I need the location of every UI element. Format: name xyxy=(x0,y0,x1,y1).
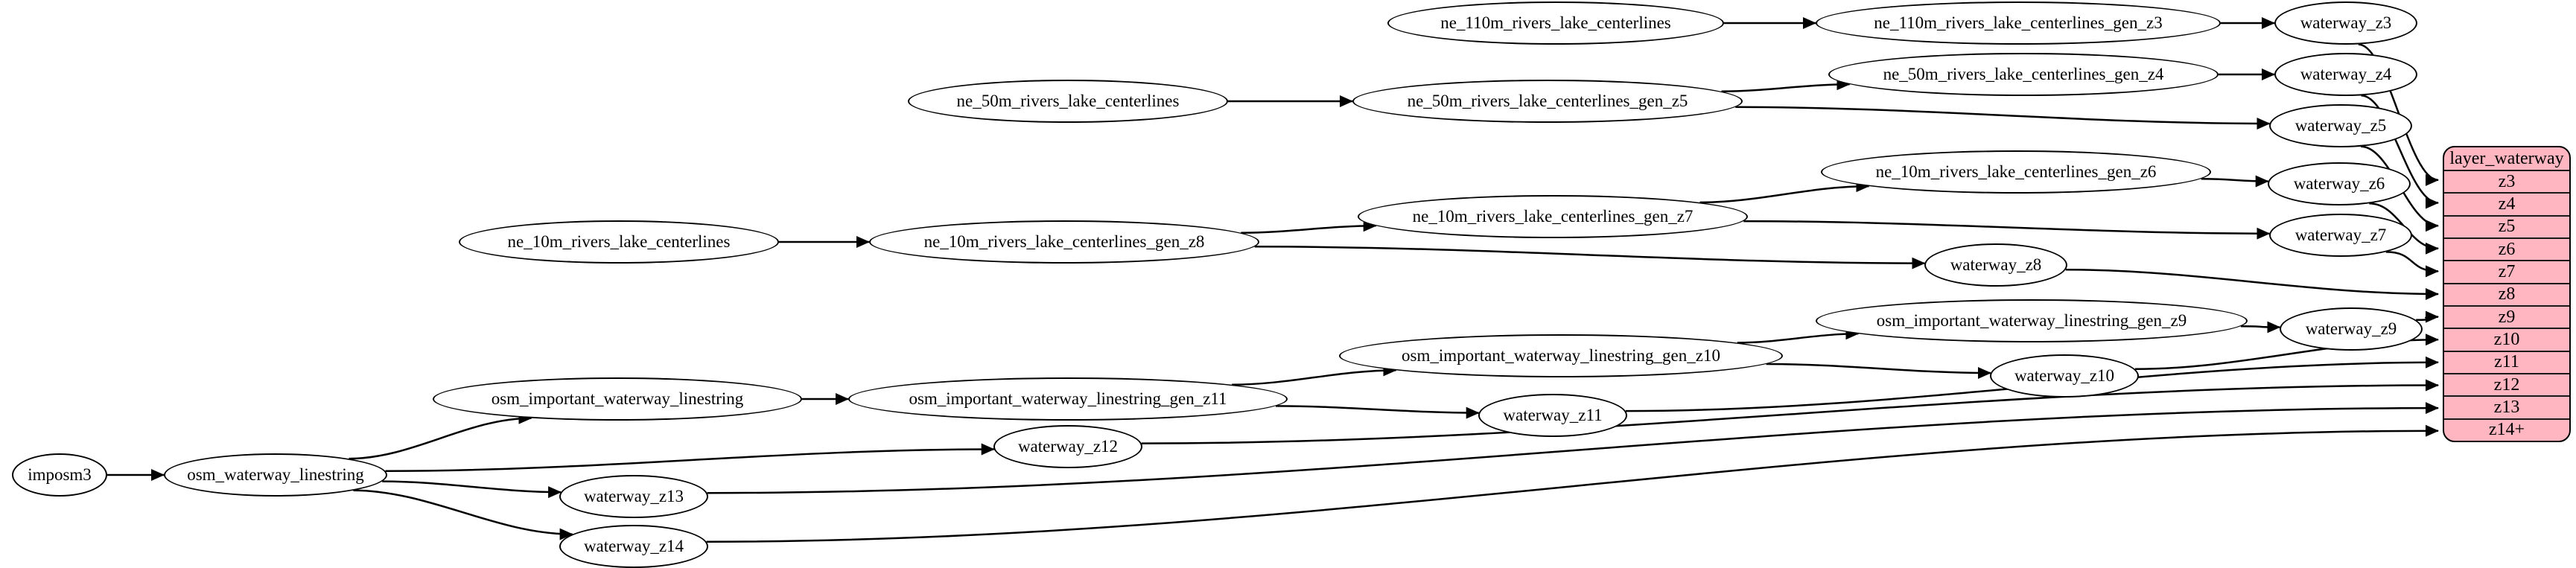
edge-ne10_g8-to-wz8 xyxy=(1254,246,1926,269)
edge-wz12-to-row-z12 xyxy=(1141,379,2439,444)
table-row-z8: z8 xyxy=(2444,284,2569,307)
edge-wz3-to-row-z3 xyxy=(2358,43,2439,186)
edge-osm_wl-to-wz13 xyxy=(382,480,562,499)
node-ne10_g6: ne_10m_rivers_lake_centerlines_gen_z6 xyxy=(1821,150,2211,194)
node-wz11: waterway_z11 xyxy=(1478,394,1627,437)
node-wz4: waterway_z4 xyxy=(2274,53,2417,96)
node-ne50_g4: ne_50m_rivers_lake_centerlines_gen_z4 xyxy=(1828,53,2219,96)
table-row-z7: z7 xyxy=(2444,261,2569,284)
edge-osm_wl-to-osm_imp xyxy=(349,412,532,460)
node-wz3: waterway_z3 xyxy=(2274,1,2417,45)
edge-wz9-to-row-z9 xyxy=(2416,310,2439,323)
node-osm_imp: osm_important_waterway_linestring xyxy=(433,377,802,421)
node-osm_imp_g11: osm_important_waterway_linestring_gen_z1… xyxy=(848,377,1288,421)
edge-wz13-to-row-z13 xyxy=(707,402,2439,494)
edge-ne10_g7-to-ne10_g6 xyxy=(1699,180,1870,204)
edge-wz8-to-row-z8 xyxy=(2065,268,2439,300)
edge-osm_wl-to-wz12 xyxy=(385,443,995,472)
edge-osm_imp_g10-to-wz10 xyxy=(1766,363,1991,379)
table-row-z5: z5 xyxy=(2444,217,2569,240)
node-osm_imp_g10: osm_important_waterway_linestring_gen_z1… xyxy=(1339,334,1783,377)
node-imposm3: imposm3 xyxy=(12,453,107,497)
node-wz9: waterway_z9 xyxy=(2280,307,2423,351)
node-osm_imp_g9: osm_important_waterway_linestring_gen_z9 xyxy=(1816,299,2248,342)
table-row-z13: z13 xyxy=(2444,397,2569,420)
table-row-z9: z9 xyxy=(2444,307,2569,330)
node-ne50: ne_50m_rivers_lake_centerlines xyxy=(908,80,1228,123)
table-row-z11: z11 xyxy=(2444,352,2569,375)
edge-wz14-to-row-z14+ xyxy=(706,424,2439,543)
node-ne50_g5: ne_50m_rivers_lake_centerlines_gen_z5 xyxy=(1352,80,1743,123)
table-row-z4: z4 xyxy=(2444,194,2569,217)
edge-ne10_g6-to-wz6 xyxy=(2201,175,2269,188)
edge-osm_imp_g10-to-osm_imp_g9 xyxy=(1737,328,1860,344)
node-wz6: waterway_z6 xyxy=(2268,162,2411,205)
node-ne10: ne_10m_rivers_lake_centerlines xyxy=(459,220,779,264)
node-wz12: waterway_z12 xyxy=(993,425,1142,468)
node-ne110_g3: ne_110m_rivers_lake_centerlines_gen_z3 xyxy=(1816,1,2221,45)
node-wz13: waterway_z13 xyxy=(559,475,708,518)
edge-osm_imp_g11-to-osm_imp_g10 xyxy=(1232,364,1397,386)
edge-wz4-to-row-z4 xyxy=(2361,95,2439,209)
node-wz8: waterway_z8 xyxy=(1924,243,2067,287)
node-wz14: waterway_z14 xyxy=(559,525,708,568)
edge-wz7-to-row-z7 xyxy=(2385,251,2439,278)
table-row-z3: z3 xyxy=(2444,171,2569,194)
table-title: layer_waterway xyxy=(2444,147,2569,172)
node-wz5: waterway_z5 xyxy=(2269,104,2412,147)
node-ne110: ne_110m_rivers_lake_centerlines xyxy=(1387,1,1724,45)
node-ne10_g7: ne_10m_rivers_lake_centerlines_gen_z7 xyxy=(1358,195,1748,238)
edge-osm_imp_g9-to-wz9 xyxy=(2240,321,2281,334)
node-wz10: waterway_z10 xyxy=(1990,354,2139,398)
edge-ne10_g7-to-wz7 xyxy=(1743,220,2271,240)
node-osm_wl: osm_waterway_linestring xyxy=(164,453,387,497)
edge-ne10_g8-to-ne10_g7 xyxy=(1241,220,1377,234)
node-ne10_g8: ne_10m_rivers_lake_centerlines_gen_z8 xyxy=(869,220,1259,264)
table-row-z14+: z14+ xyxy=(2488,420,2525,440)
table-row-z12: z12 xyxy=(2444,374,2569,398)
edge-ne50_g5-to-wz5 xyxy=(1735,106,2271,130)
edge-ne50_g5-to-ne50_g4 xyxy=(1721,78,1851,93)
edge-osm_imp_g11-to-wz11 xyxy=(1275,405,1480,419)
table-row-z6: z6 xyxy=(2444,239,2569,262)
edge-osm_wl-to-wz14 xyxy=(353,489,573,540)
table-row-z10: z10 xyxy=(2444,329,2569,352)
node-wz7: waterway_z7 xyxy=(2269,214,2412,257)
